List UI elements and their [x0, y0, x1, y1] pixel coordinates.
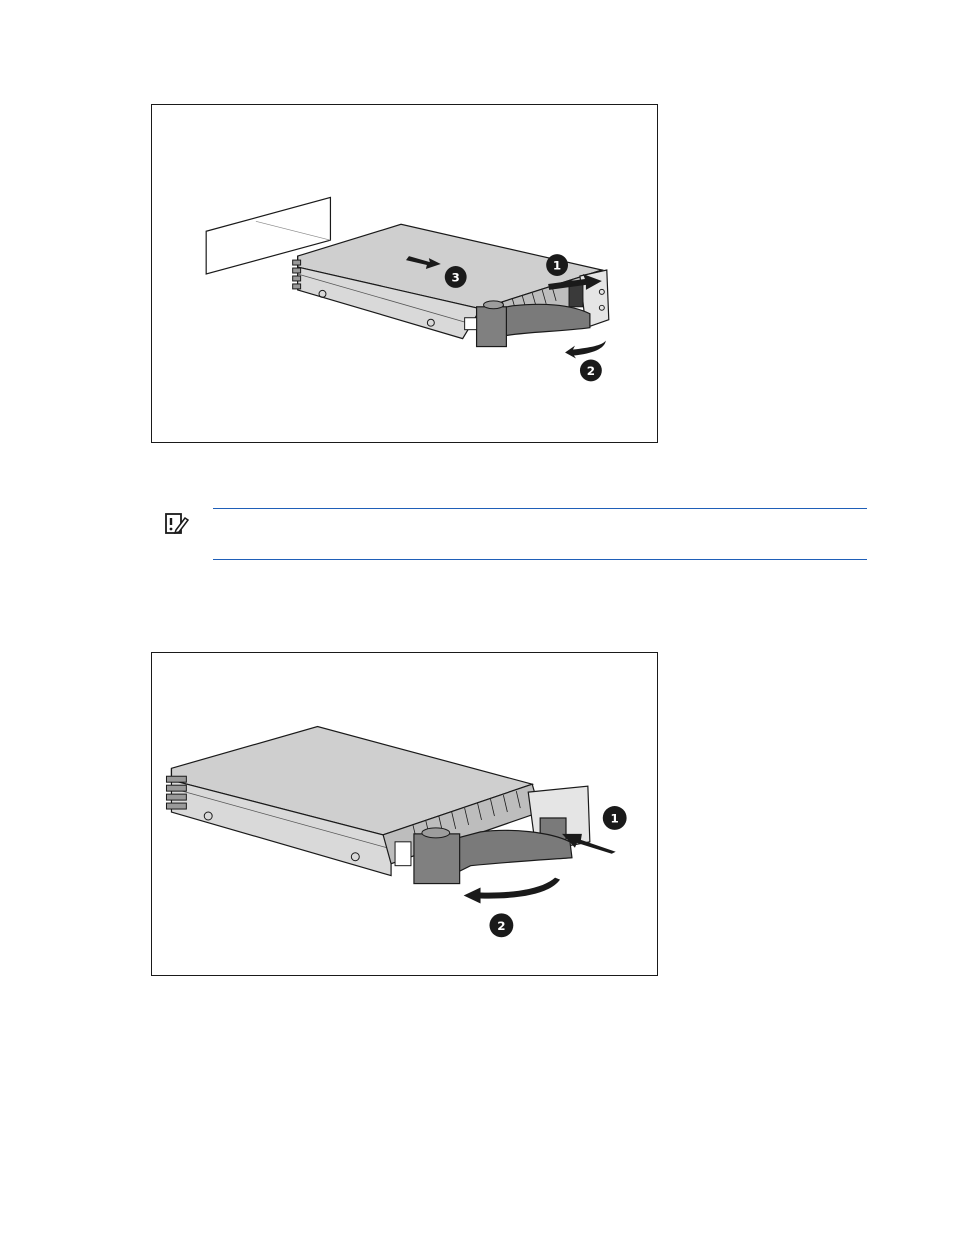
- note-top-rule: [213, 508, 867, 509]
- lever-tab: [395, 842, 411, 866]
- callout-2-label: 2: [587, 364, 595, 378]
- figure-remove-drive: 3 1 2: [151, 104, 658, 443]
- arrow-step-2: [565, 341, 606, 359]
- important-note: [164, 508, 867, 560]
- callout-2-label: 2: [497, 919, 505, 933]
- arrow-step-2: [464, 878, 560, 904]
- lever-pivot: [484, 301, 504, 309]
- lever-pivot: [422, 828, 450, 838]
- note-bottom-rule: [213, 559, 867, 560]
- callout-1-label: 1: [611, 811, 619, 825]
- lever-grip: [414, 834, 460, 884]
- lever-open-illustration: 1 2: [152, 653, 657, 975]
- lever-grip: [477, 307, 507, 347]
- drive-lever: [447, 830, 572, 875]
- figure-open-lever: 1 2: [151, 652, 658, 976]
- callout-3-label: 3: [452, 270, 460, 284]
- lever-tab: [465, 318, 477, 330]
- important-note-icon: [164, 512, 190, 536]
- drive-removal-illustration: 3 1 2: [152, 105, 657, 442]
- callout-1-label: 1: [553, 259, 561, 273]
